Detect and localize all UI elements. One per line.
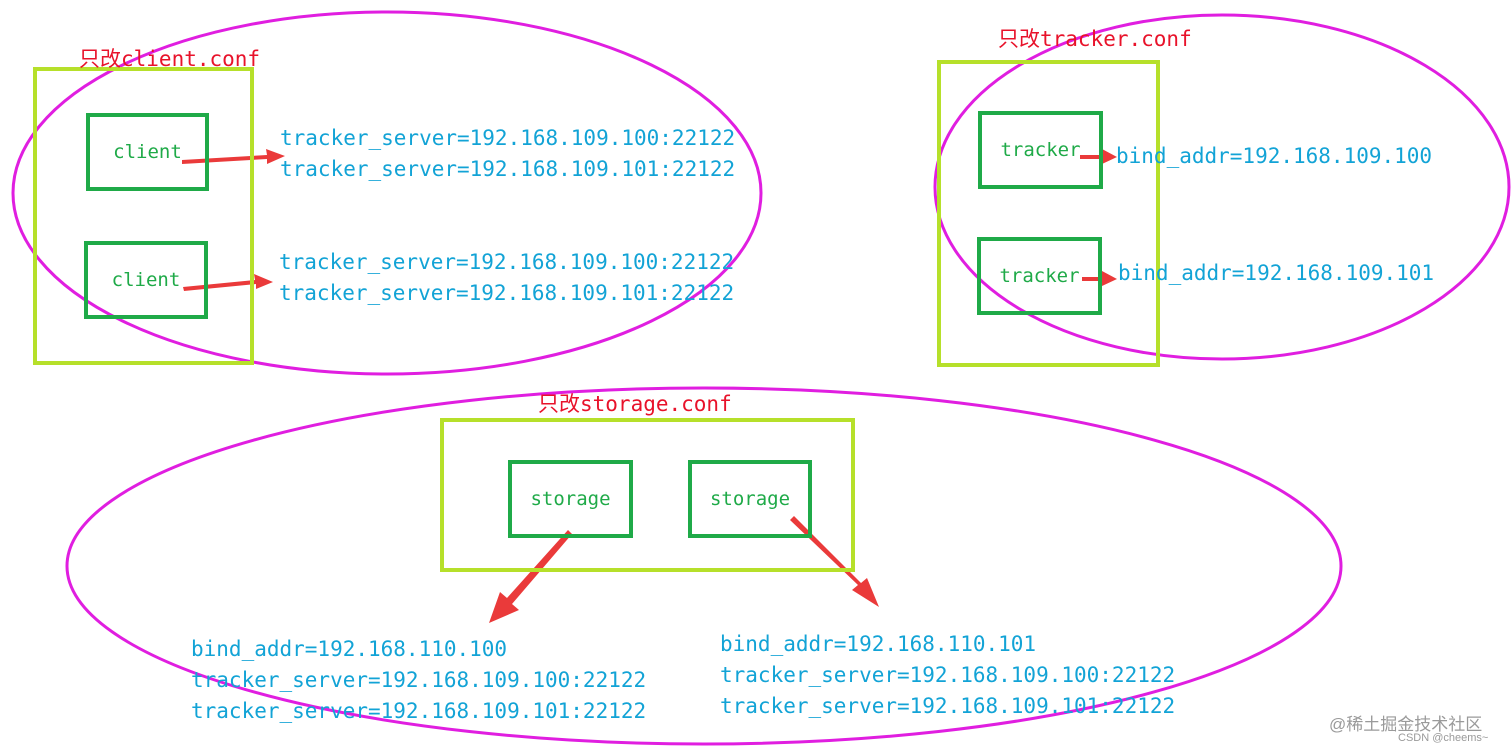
storage-group-frame (440, 418, 855, 572)
client-1-config-line: tracker_server=192.168.109.100:22122 (280, 126, 736, 150)
storage-node-2: storage (688, 460, 812, 538)
storage-node-label: storage (709, 488, 791, 510)
watermark-author: CSDN @cheems~ (1398, 732, 1489, 744)
tracker-2-config-line: bind_addr=192.168.109.101 (1118, 261, 1435, 285)
client-node-label: client (113, 141, 182, 163)
tracker-node-label: tracker (999, 265, 1080, 287)
client-node-label: client (111, 269, 181, 291)
storage-node-1: storage (508, 460, 633, 538)
storage-2-arrow (790, 516, 879, 607)
client-2-config-line: tracker_server=192.168.109.101:22122 (279, 281, 735, 305)
storage-scope-ellipse (65, 386, 1343, 746)
storage-section-title: 只改storage.conf (538, 392, 732, 416)
watermark-site: @稀土掘金技术社区 (1329, 715, 1483, 734)
storage-1-config-line: tracker_server=192.168.109.101:22122 (191, 699, 647, 723)
client-1-config-line: tracker_server=192.168.109.101:22122 (280, 157, 736, 181)
tracker-scope-ellipse (933, 13, 1511, 361)
storage-2-config-line: tracker_server=192.168.109.100:22122 (720, 663, 1176, 687)
storage-1-arrow (489, 530, 572, 623)
storage-2-config-line: tracker_server=192.168.109.101:22122 (720, 694, 1176, 718)
client-scope-ellipse (11, 10, 763, 376)
client-node-2: client (84, 241, 208, 319)
tracker-section-title: 只改tracker.conf (998, 27, 1192, 51)
storage-1-config-line: bind_addr=192.168.110.100 (191, 637, 508, 661)
tracker-1-config-line: bind_addr=192.168.109.100 (1116, 144, 1433, 168)
storage-2-config-line: bind_addr=192.168.110.101 (720, 632, 1037, 656)
tracker-node-label: tracker (1000, 139, 1081, 161)
tracker-node-2: tracker (977, 237, 1102, 315)
tracker-1-arrow (1080, 149, 1117, 164)
client-2-config-line: tracker_server=192.168.109.100:22122 (279, 250, 735, 274)
storage-1-config-line: tracker_server=192.168.109.100:22122 (191, 668, 647, 692)
storage-node-label: storage (530, 488, 611, 510)
client-group-frame (33, 67, 254, 365)
tracker-node-1: tracker (978, 111, 1103, 189)
client-node-1: client (86, 113, 209, 191)
client-section-title: 只改client.conf (79, 47, 261, 71)
tracker-group-frame (937, 60, 1160, 367)
